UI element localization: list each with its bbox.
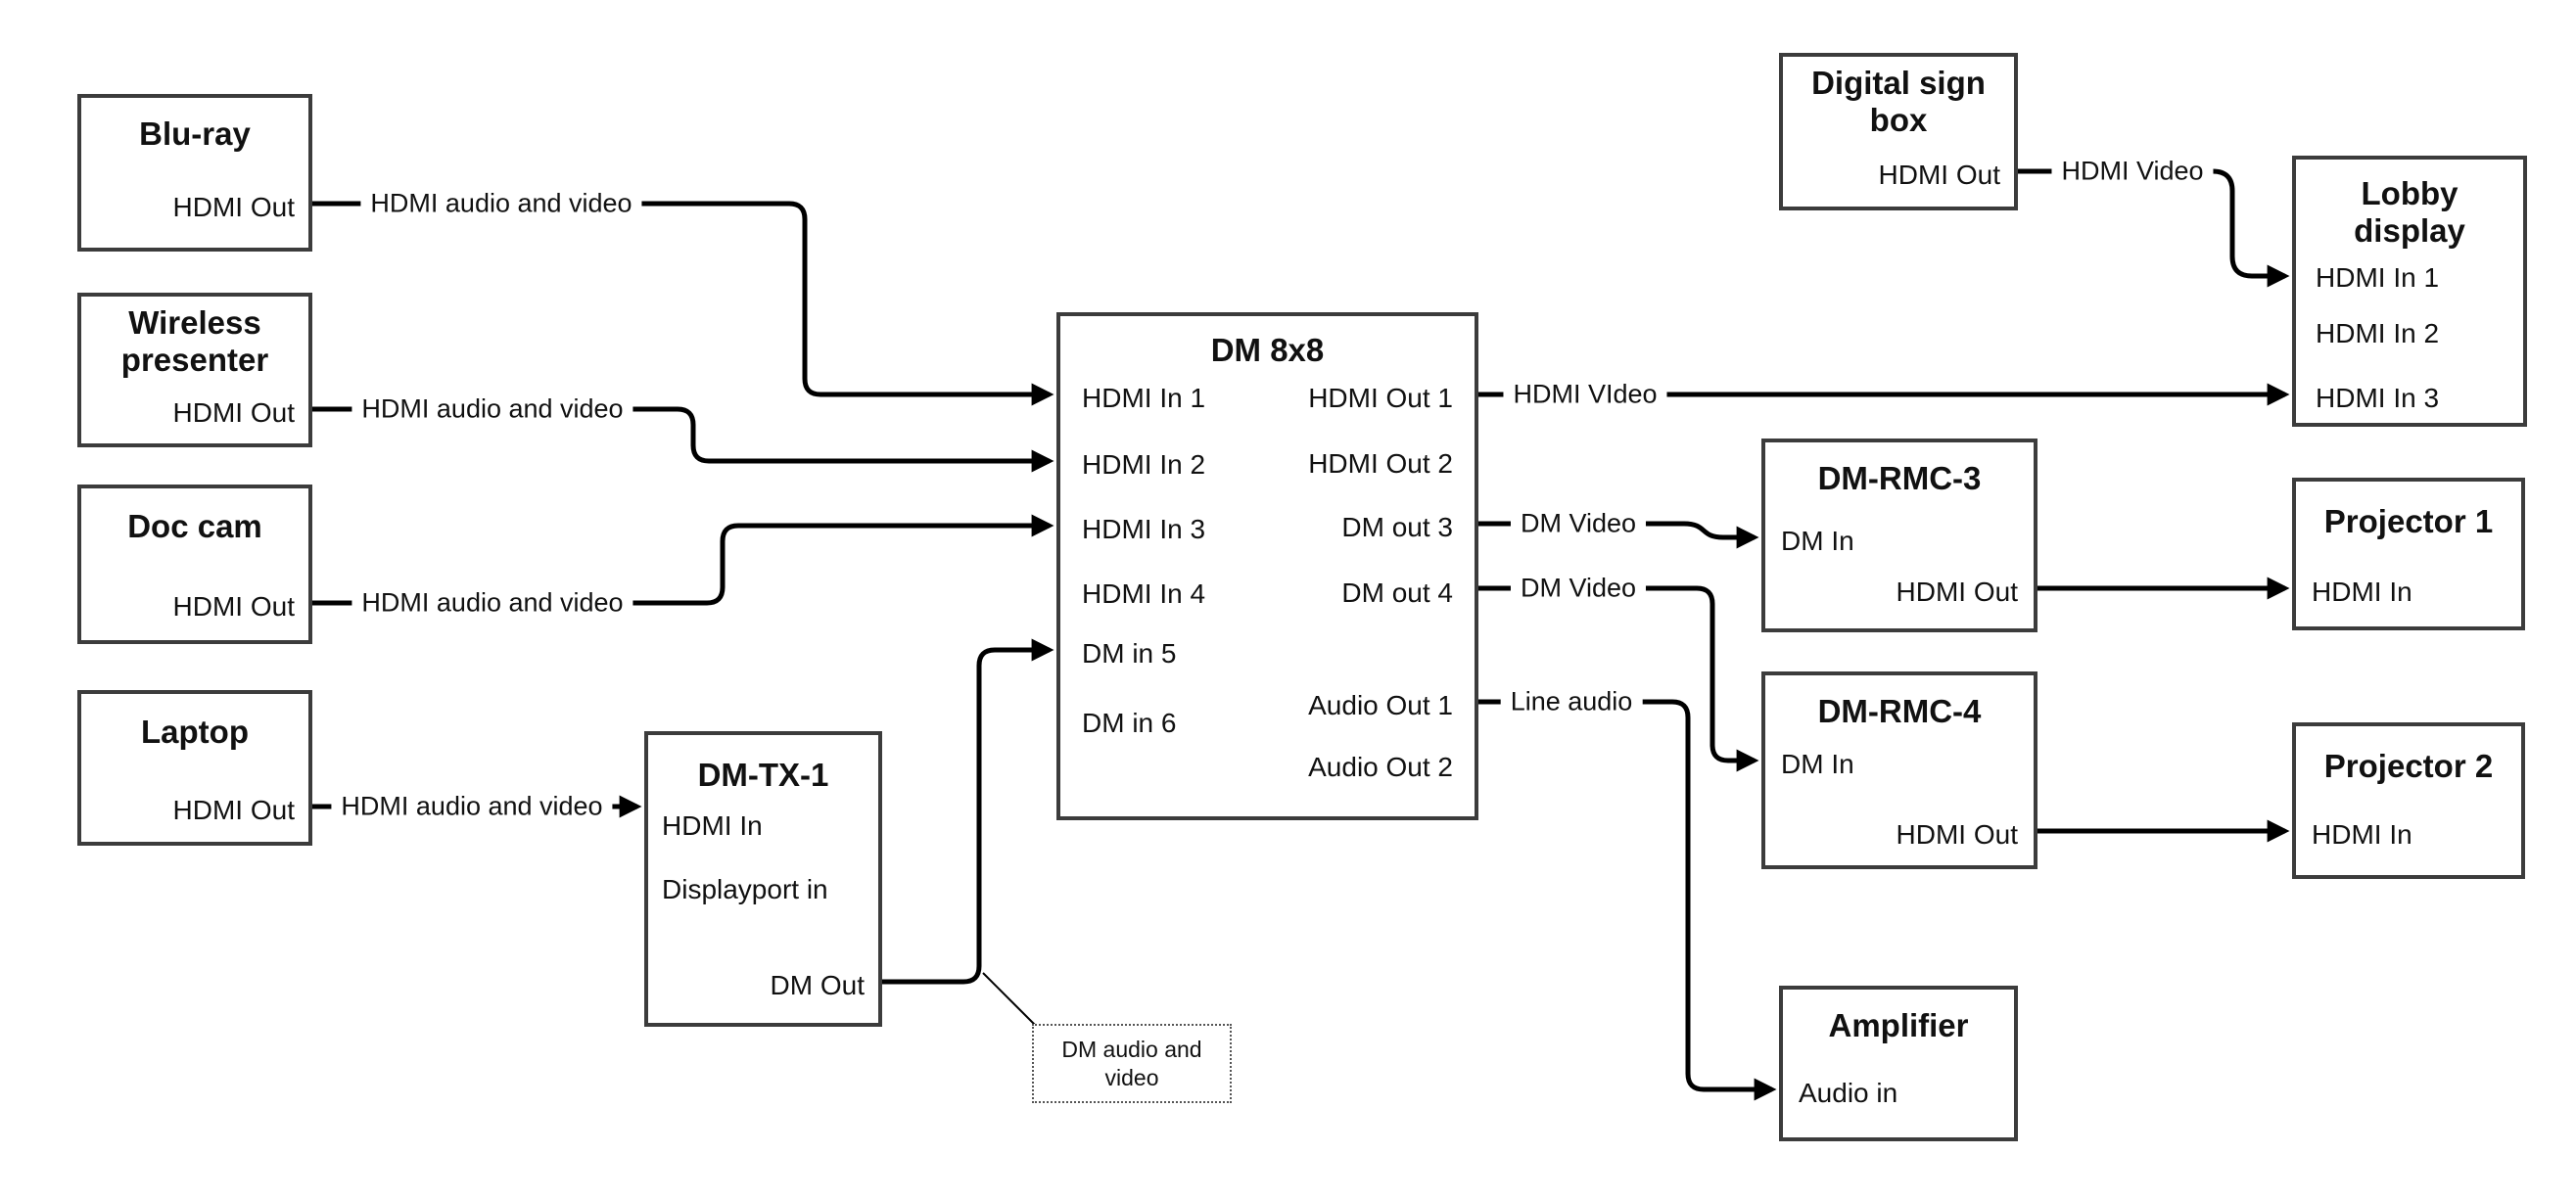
port-doccam-hdmi-out: HDMI Out	[172, 591, 295, 622]
port-sign-hdmi-out: HDMI Out	[1878, 160, 2000, 190]
wire-wireless-to-dm8x8-in2	[312, 406, 1054, 473]
wire-label-bluray: HDMI audio and video	[360, 187, 642, 220]
port-laptop-hdmi-out: HDMI Out	[172, 795, 295, 825]
wire-label-laptop: HDMI audio and video	[331, 790, 613, 823]
port-dmtx1-dm-out: DM Out	[770, 970, 865, 1000]
port-amplifier-audio-in: Audio in	[1799, 1078, 1898, 1108]
node-amplifier: Amplifier Audio in	[1779, 986, 2018, 1141]
port-dmtx1-hdmi-in: HDMI In	[662, 810, 763, 841]
port-bluray-hdmi-out: HDMI Out	[172, 192, 295, 222]
port-projector1-hdmi-in: HDMI In	[2312, 577, 2412, 607]
node-projector-2-title: Projector 2	[2323, 748, 2494, 784]
node-projector-1-title: Projector 1	[2323, 503, 2494, 539]
port-rmc4-hdmi-out: HDMI Out	[1896, 819, 2018, 850]
node-doc-cam-title: Doc cam	[127, 508, 262, 544]
port-dm8x8-dm-out-4: DM out 4	[1341, 577, 1453, 608]
port-dm8x8-hdmi-in-4: HDMI In 4	[1082, 578, 1206, 609]
port-projector2-hdmi-in: HDMI In	[2312, 819, 2412, 850]
port-dmtx1-displayport-in: Displayport in	[662, 874, 828, 904]
node-dm-tx-1: DM-TX-1 HDMI In Displayport in DM Out	[644, 731, 882, 1027]
node-wireless-presenter: Wireless presenter HDMI Out	[77, 293, 312, 447]
node-projector-1: Projector 1 HDMI In	[2292, 478, 2525, 630]
port-dm8x8-hdmi-out-2: HDMI Out 2	[1308, 448, 1453, 479]
wire-bluray-to-dm8x8-in1	[312, 201, 1054, 406]
port-dm8x8-hdmi-in-2: HDMI In 2	[1082, 449, 1206, 480]
port-dm8x8-hdmi-in-1: HDMI In 1	[1082, 383, 1206, 413]
node-dm-8x8: DM 8x8 HDMI In 1 HDMI In 2 HDMI In 3 HDM…	[1056, 312, 1478, 820]
wire-dm8x8-audio1-to-amplifier	[1478, 699, 1777, 1101]
wire-dm8x8-out3-to-rmc3	[1478, 521, 1759, 549]
port-dm8x8-dm-out-3: DM out 3	[1341, 512, 1453, 542]
wire-label-wireless: HDMI audio and video	[351, 393, 633, 426]
node-lobby-display-title: Lobby display	[2354, 175, 2465, 249]
wire-dm8x8-out4-to-rmc4	[1478, 585, 1759, 772]
port-dm8x8-hdmi-out-1: HDMI Out 1	[1308, 383, 1453, 413]
wire-dmtx1-to-dm8x8-in5	[882, 638, 1054, 985]
node-dm-rmc-4: DM-RMC-4 DM In HDMI Out	[1761, 671, 2037, 869]
port-lobby-hdmi-in-2: HDMI In 2	[2316, 318, 2440, 348]
port-rmc4-dm-in: DM In	[1781, 749, 1854, 779]
port-rmc3-hdmi-out: HDMI Out	[1896, 577, 2018, 607]
node-dm-tx-1-title: DM-TX-1	[697, 757, 829, 793]
node-digital-sign-box-title: Digital sign box	[1811, 65, 1986, 138]
node-projector-2: Projector 2 HDMI In	[2292, 722, 2525, 879]
port-rmc3-dm-in: DM In	[1781, 526, 1854, 556]
node-bluray-title: Blu-ray	[139, 115, 251, 152]
node-amplifier-title: Amplifier	[1828, 1007, 1969, 1043]
node-lobby-display: Lobby display HDMI In 1 HDMI In 2 HDMI I…	[2292, 156, 2527, 427]
node-bluray: Blu-ray HDMI Out	[77, 94, 312, 252]
node-dm-8x8-title: DM 8x8	[1210, 332, 1325, 368]
node-dm-rmc-4-title: DM-RMC-4	[1817, 693, 1982, 729]
port-dm8x8-dm-in-5: DM in 5	[1082, 638, 1177, 669]
port-dm8x8-audio-out-1: Audio Out 1	[1308, 690, 1453, 720]
wire-sign-to-lobby-in1	[2018, 168, 2290, 288]
port-dm8x8-dm-in-6: DM in 6	[1082, 708, 1177, 738]
port-wireless-hdmi-out: HDMI Out	[172, 397, 295, 428]
node-dm-rmc-3: DM-RMC-3 DM In HDMI Out	[1761, 439, 2037, 632]
wire-label-hdmi-video-out1: HDMI VIdeo	[1503, 378, 1667, 411]
port-dm8x8-audio-out-2: Audio Out 2	[1308, 752, 1453, 782]
port-lobby-hdmi-in-1: HDMI In 1	[2316, 262, 2440, 293]
node-doc-cam: Doc cam HDMI Out	[77, 485, 312, 644]
wire-label-dm-video-out4: DM Video	[1510, 572, 1647, 605]
callout-leader-line	[982, 972, 1037, 1027]
node-dm-rmc-3-title: DM-RMC-3	[1817, 460, 1982, 496]
node-laptop: Laptop HDMI Out	[77, 690, 312, 846]
node-digital-sign-box: Digital sign box HDMI Out	[1779, 53, 2018, 210]
wire-label-sign-hdmi-video: HDMI Video	[2051, 155, 2214, 188]
node-wireless-presenter-title: Wireless presenter	[120, 304, 269, 378]
callout-dm-audio-video: DM audio and video	[1032, 1024, 1232, 1103]
port-lobby-hdmi-in-3: HDMI In 3	[2316, 383, 2440, 413]
node-laptop-title: Laptop	[141, 714, 249, 750]
wire-label-doccam: HDMI audio and video	[351, 586, 633, 620]
wire-label-dm-video-out3: DM Video	[1510, 507, 1647, 540]
wire-label-line-audio: Line audio	[1500, 685, 1643, 718]
callout-dm-audio-video-text: DM audio and video	[1061, 1036, 1202, 1090]
port-dm8x8-hdmi-in-3: HDMI In 3	[1082, 514, 1206, 544]
wire-doccam-to-dm8x8-in3	[312, 514, 1054, 606]
